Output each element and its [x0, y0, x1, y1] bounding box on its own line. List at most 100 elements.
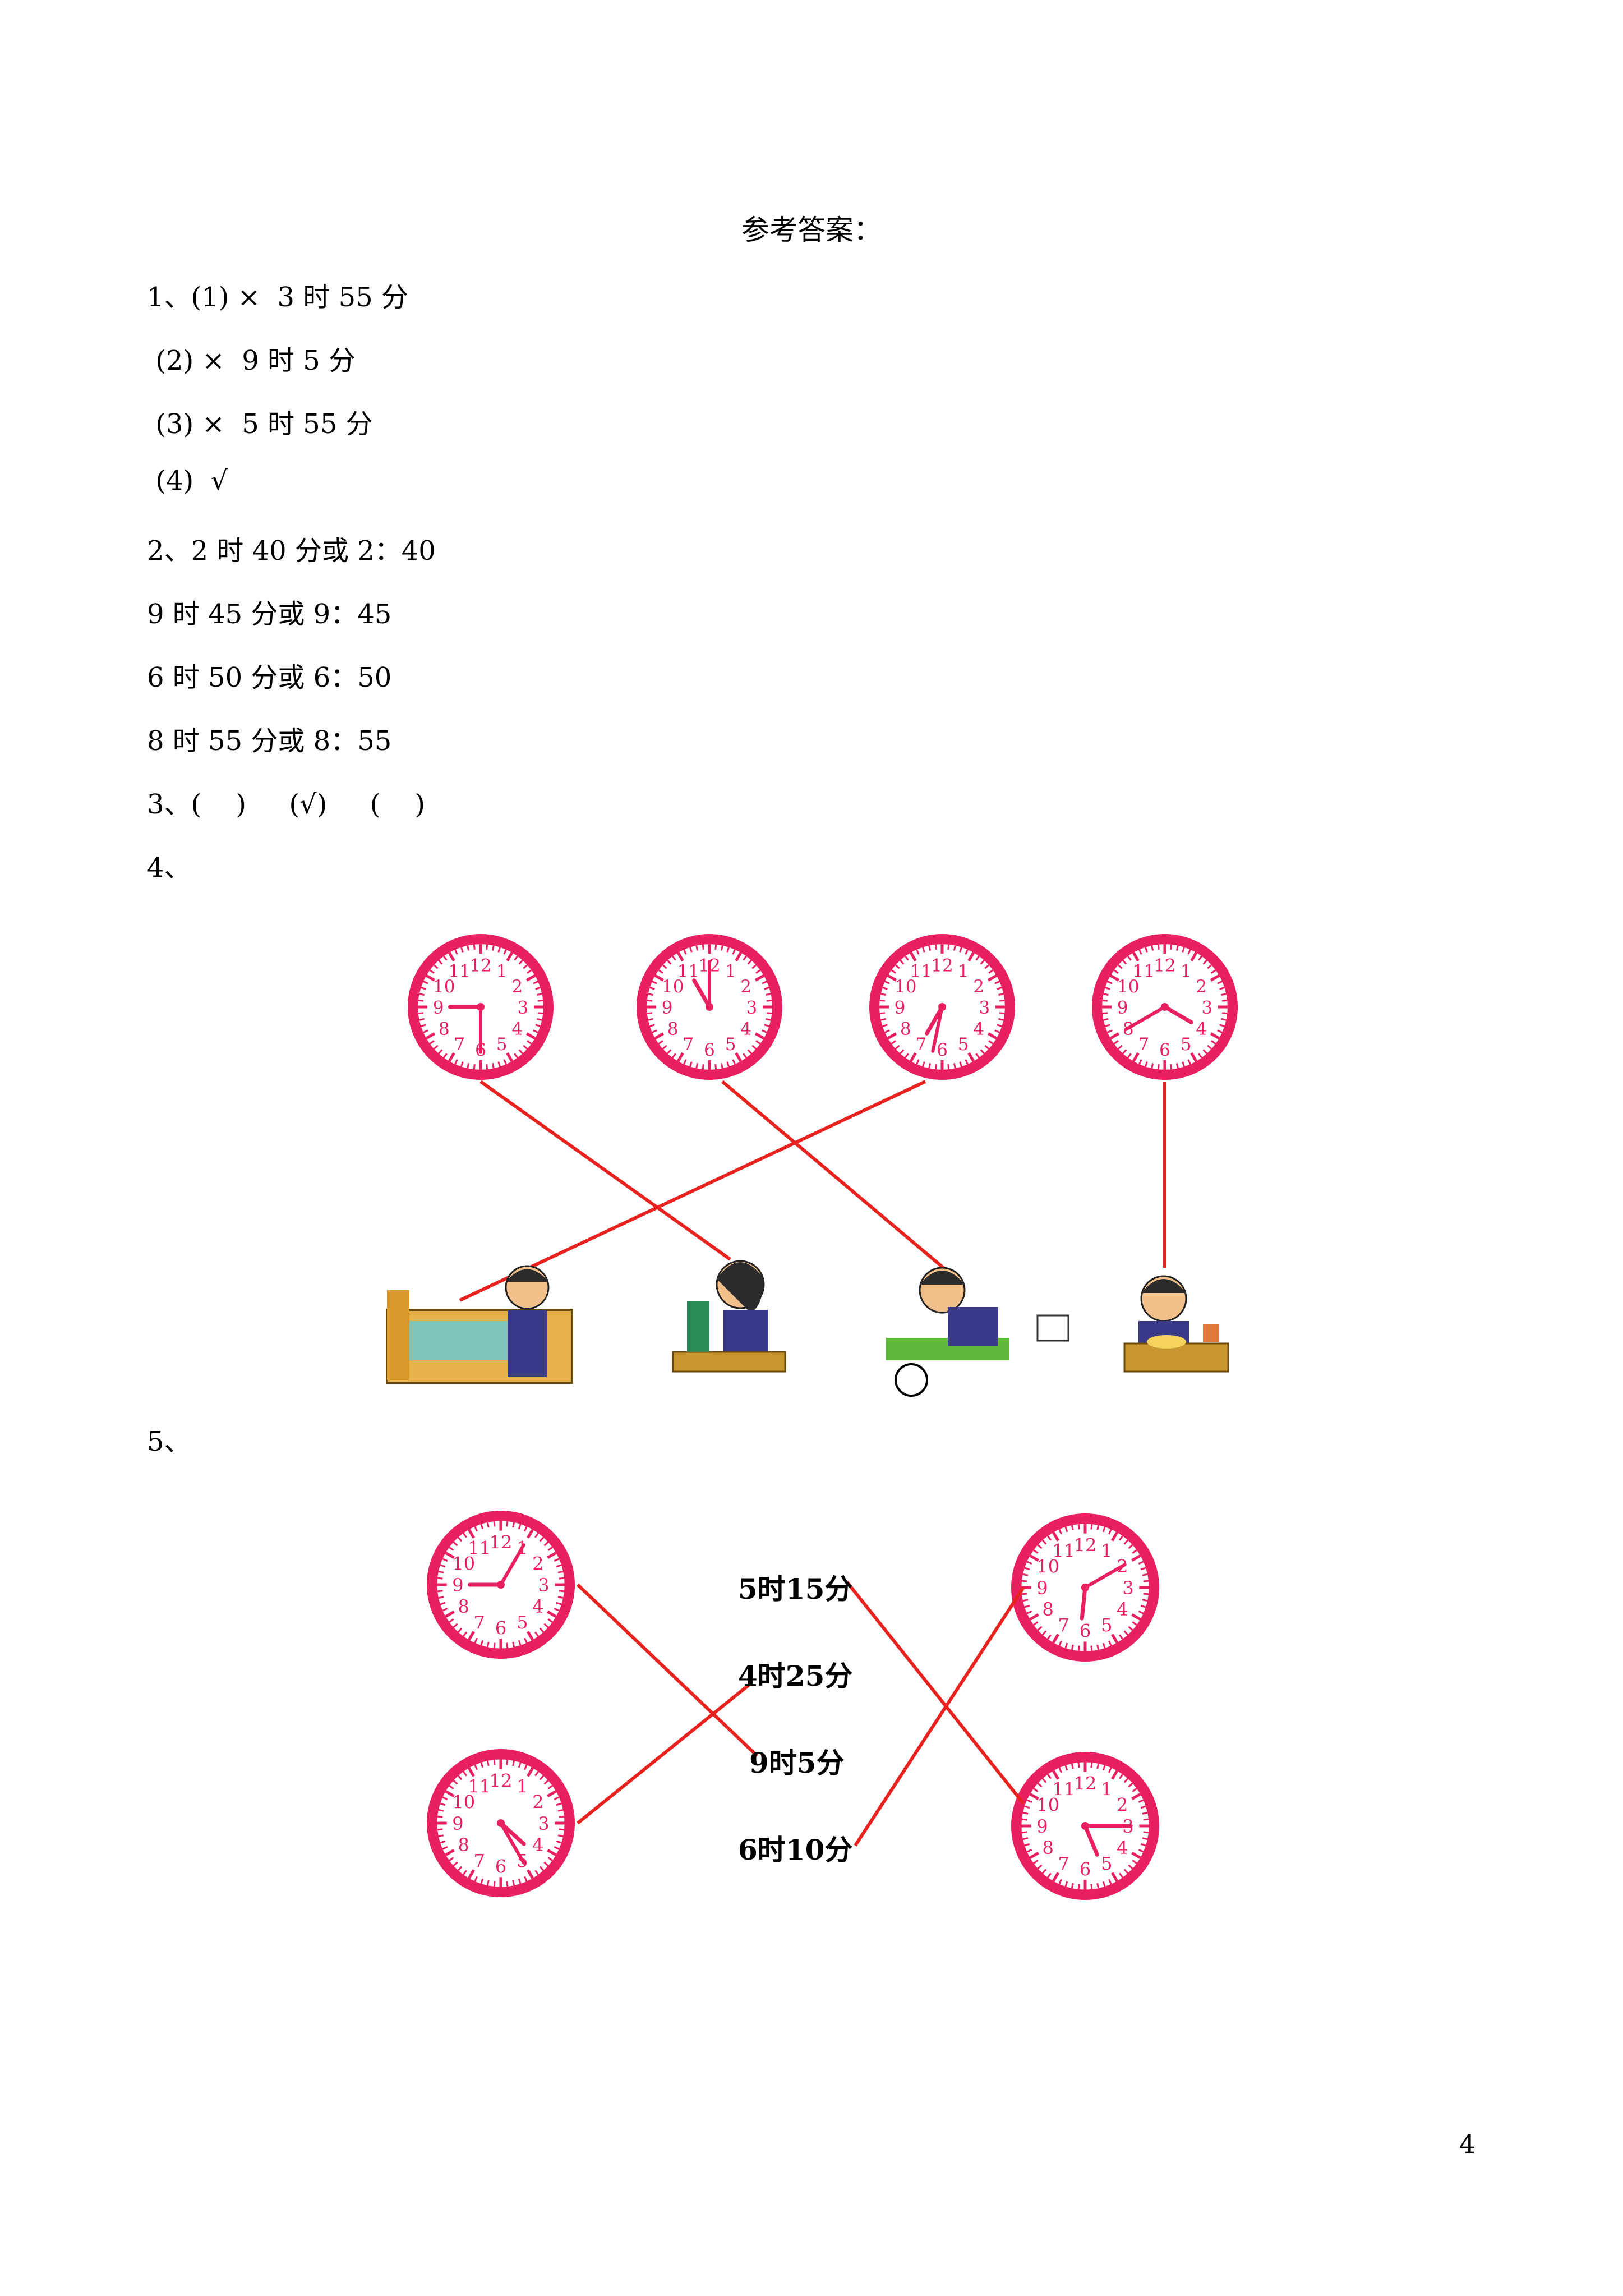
clock-tick	[1132, 1549, 1137, 1554]
clock-tick	[1175, 1063, 1179, 1069]
clock-tick	[480, 1640, 484, 1646]
clock-numeral: 9	[1117, 998, 1128, 1018]
clock-tick	[547, 1547, 553, 1551]
clock-tick	[445, 1552, 455, 1559]
clock-numeral: 8	[458, 1834, 469, 1856]
clock-tick	[1103, 993, 1109, 996]
clock-tick	[421, 987, 426, 990]
clock-tick	[953, 945, 956, 951]
answer-2-4: 8 时 55 分或 8：55	[147, 725, 392, 757]
clock-tick	[1096, 1644, 1100, 1650]
clock-tick	[440, 1602, 446, 1605]
clock-tick	[537, 999, 543, 1002]
clock-tick	[766, 999, 772, 1002]
clock-numeral: 3	[746, 998, 758, 1018]
clock-numeral: 6	[1080, 1858, 1091, 1880]
clock-tick	[1105, 987, 1110, 990]
clock-tick	[1052, 1634, 1059, 1644]
clock-tick	[1077, 1762, 1080, 1768]
clock-numeral: 10	[1036, 1556, 1059, 1577]
clock-tick	[947, 944, 950, 950]
clock-tick	[421, 1024, 426, 1027]
clock-tick	[676, 951, 684, 962]
clock-tick	[683, 1059, 687, 1065]
clock-tick	[1182, 1061, 1185, 1067]
clock-numeral: 4	[532, 1834, 543, 1856]
answer-1-3: (3) × 5 时 55 分	[147, 408, 373, 440]
clock-tick	[527, 1529, 534, 1539]
clock-tick	[497, 947, 501, 953]
clock-tick	[1132, 1052, 1140, 1062]
clock-tick	[1026, 1849, 1032, 1853]
clock-tick	[463, 1631, 467, 1637]
clock-numeral: 10	[433, 977, 455, 997]
clock-tick	[438, 1570, 444, 1573]
clock-tick	[463, 1870, 467, 1875]
studying-child-illustration	[672, 1260, 786, 1373]
clock-tick	[537, 993, 542, 996]
clock-tick	[1041, 1630, 1047, 1636]
clock-tick	[453, 1779, 458, 1785]
clock-tick	[1202, 959, 1207, 965]
clock-tick	[648, 1018, 653, 1021]
clock-tick	[751, 964, 757, 969]
clock-tick	[453, 1861, 458, 1867]
clock-tick	[438, 1049, 443, 1055]
clock-tick	[523, 1045, 528, 1050]
clock-tick	[967, 1052, 975, 1062]
clock-tick	[1029, 1613, 1039, 1621]
clock-tick	[967, 951, 975, 962]
clock-tick	[735, 951, 743, 962]
clock-tick	[1033, 1788, 1039, 1792]
clock-tick	[1102, 999, 1108, 1002]
clock-tick	[1047, 1774, 1052, 1779]
clock-tick	[1119, 1774, 1123, 1779]
q4-line	[721, 1080, 955, 1278]
clock-numeral: 11	[1133, 961, 1155, 981]
clock-tick	[980, 1049, 985, 1055]
clock-tick	[652, 981, 657, 984]
clock-tick	[747, 959, 752, 965]
clock-numeral: 12	[490, 1531, 513, 1553]
clock-tick	[922, 1061, 925, 1067]
clock-tick	[882, 1024, 888, 1027]
clock-numeral: 4	[973, 1019, 984, 1039]
clock-tick	[534, 1533, 539, 1538]
clock-tick	[535, 1024, 541, 1027]
clock-tick	[1131, 1554, 1141, 1562]
q5-line	[576, 1583, 759, 1757]
clock-tick	[984, 1045, 990, 1050]
clock-tick	[1103, 1018, 1109, 1021]
clock-tick	[683, 949, 687, 955]
clock-tick	[419, 1018, 425, 1021]
q4-line	[459, 1080, 926, 1302]
clock-tick	[1111, 1634, 1118, 1644]
clock-tick	[720, 945, 723, 951]
clock-numeral: 9	[452, 1813, 463, 1834]
clock-tick	[1117, 964, 1123, 969]
clock-tick	[887, 1032, 897, 1040]
clock-tick	[453, 1623, 458, 1628]
clock-tick	[987, 974, 998, 982]
clock-tick	[554, 1558, 560, 1562]
clock-numeral: 7	[454, 1034, 465, 1055]
answer-1-4: (4) √	[147, 465, 228, 496]
clock-tick	[493, 1521, 496, 1527]
clock-numeral: 9	[662, 998, 673, 1018]
clock-tick	[900, 959, 905, 965]
clock-tick	[695, 945, 699, 951]
clock-numeral: 4	[511, 1019, 523, 1039]
clock-numeral: 3	[1202, 998, 1213, 1018]
clock-tick	[1221, 993, 1227, 996]
minute-hand	[499, 1543, 525, 1586]
clock-tick	[448, 1052, 455, 1062]
clock-tick	[1033, 1549, 1039, 1554]
clock-tick	[743, 955, 747, 961]
clock-tick	[1107, 981, 1113, 984]
clock-numeral: 12	[490, 1770, 513, 1791]
clock-numeral: 7	[915, 1034, 926, 1055]
clock-tick	[743, 1053, 747, 1059]
clock-tick	[647, 999, 653, 1002]
clock-numeral: 6	[704, 1040, 715, 1060]
